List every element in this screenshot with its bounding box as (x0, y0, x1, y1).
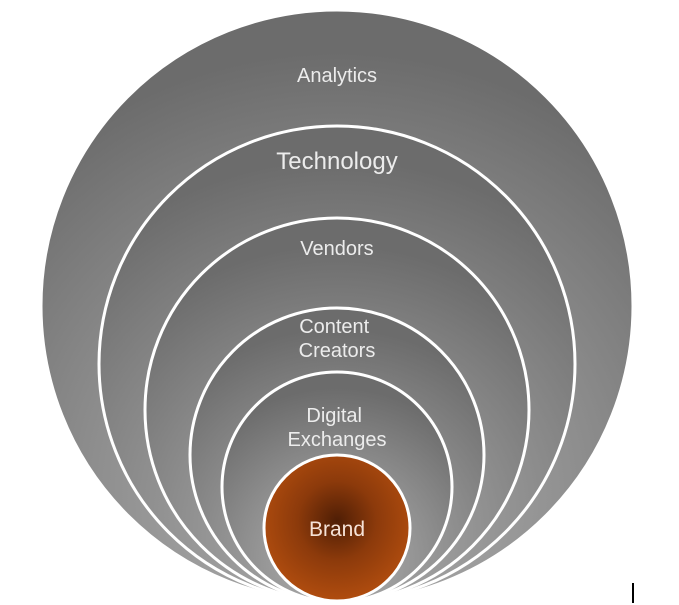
ring-label-content-creators: Content Creators (299, 316, 376, 362)
ring-label-analytics: Analytics (297, 65, 377, 87)
core-label-brand: Brand (309, 518, 365, 541)
ring-label-digital-exchanges: Digital Exchanges (288, 405, 387, 451)
core-brand (262, 453, 412, 603)
text-cursor (632, 583, 634, 603)
ring-label-technology: Technology (276, 148, 397, 175)
ring-label-vendors: Vendors (300, 238, 373, 260)
